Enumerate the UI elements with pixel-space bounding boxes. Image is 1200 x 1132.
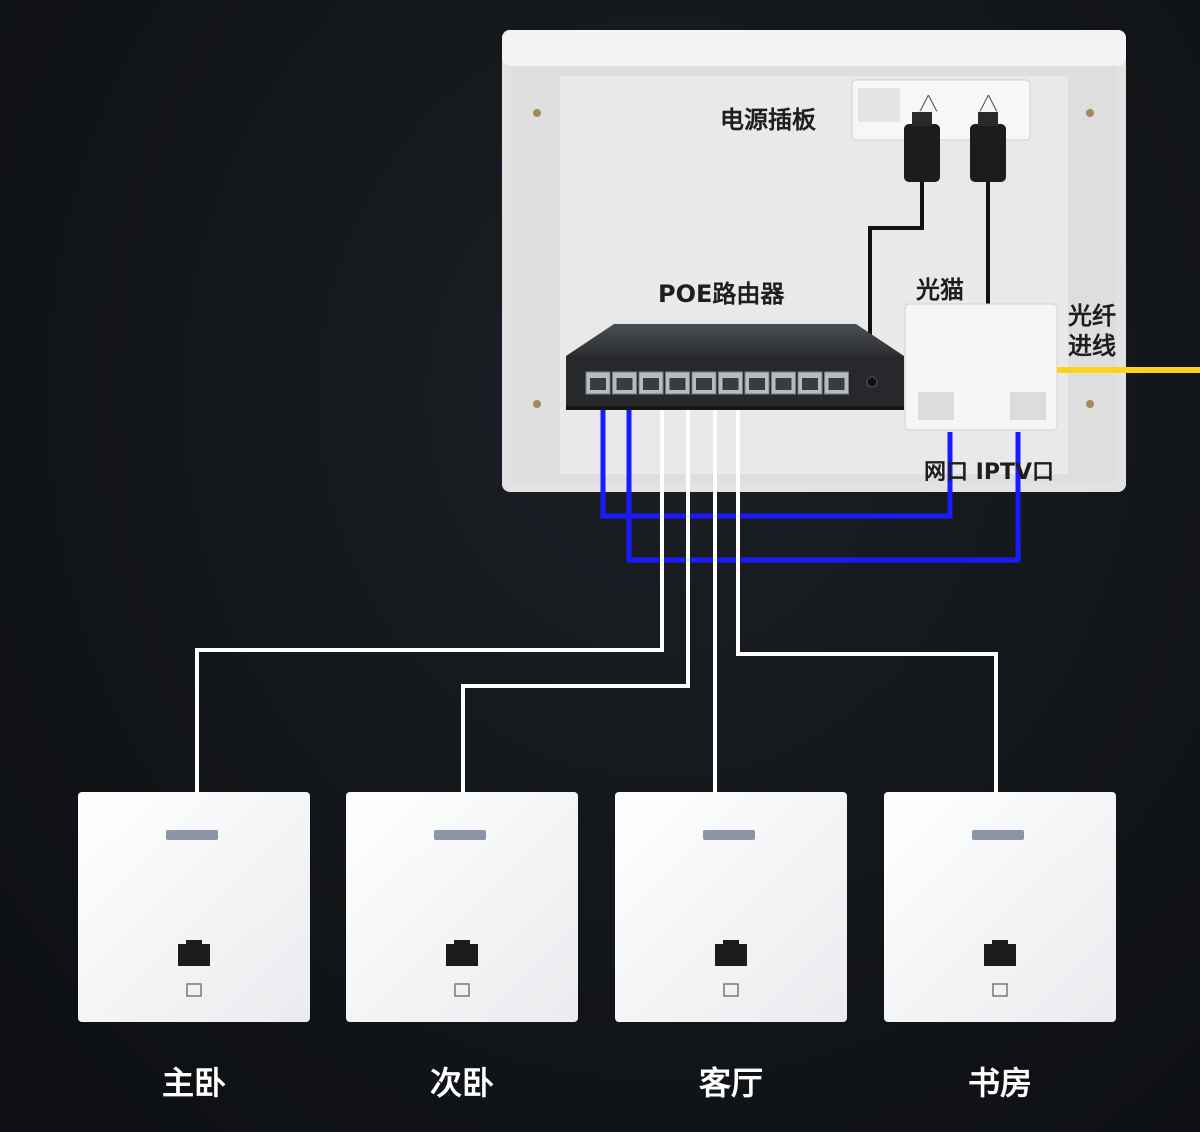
wall-ap-panel: [884, 792, 1116, 1022]
fiber-label-line1: 光纤: [1068, 302, 1116, 330]
wall-ap-panel: [78, 792, 310, 1022]
room-label-master-bedroom: 主卧: [161, 1064, 226, 1102]
svg-text:╱╲: ╱╲: [919, 95, 938, 112]
modem-label: 光猫: [916, 276, 964, 304]
ethernet-port: [665, 371, 690, 395]
brand-logo-icon: [703, 830, 755, 840]
router-ports: [585, 371, 849, 395]
optical-modem: [904, 303, 1058, 431]
ethernet-port: [744, 371, 770, 395]
lan-cable-master-bedroom: [195, 410, 664, 792]
power-adapter-right: [970, 112, 1006, 182]
wall-ap-panel: [346, 792, 578, 1022]
lan-cable-second-bedroom: [461, 410, 690, 792]
brand-logo-icon: [434, 830, 486, 840]
wall-ap-panels: [78, 792, 1116, 1022]
ethernet-jack-icon: [984, 940, 1016, 966]
ethernet-port: [718, 371, 743, 395]
router-label: POE路由器: [658, 280, 785, 308]
router-power-cord: [868, 182, 924, 378]
modem-ports-label: 网口 IPTV口: [924, 460, 1055, 485]
uplink-cable-iptv: [626, 410, 1021, 563]
ethernet-jack-icon: [178, 940, 210, 966]
wall-ap-panel: [615, 792, 847, 1022]
ethernet-port: [612, 371, 637, 395]
poe-router: [566, 324, 904, 410]
ethernet-port: [797, 371, 823, 395]
svg-text:╱╲: ╱╲: [979, 95, 998, 112]
ethernet-jack-icon: [446, 940, 478, 966]
status-indicator-icon: [992, 983, 1008, 997]
room-label-study: 书房: [967, 1064, 1032, 1102]
ethernet-port: [585, 371, 611, 395]
room-label-second-bedroom: 次卧: [429, 1064, 494, 1102]
power-adapter-left: [904, 112, 940, 182]
ethernet-port: [824, 371, 849, 395]
ethernet-jack-icon: [715, 940, 747, 966]
power-strip-label: 电源插板: [720, 106, 816, 134]
status-indicator-icon: [186, 983, 202, 997]
status-indicator-icon: [723, 983, 739, 997]
ethernet-port: [691, 371, 717, 395]
brand-logo-icon: [972, 830, 1024, 840]
lan-cable-study: [736, 410, 998, 792]
ethernet-port: [771, 371, 796, 395]
uplink-cable-wan: [600, 410, 953, 519]
fiber-label-line2: 进线: [1068, 332, 1116, 360]
brand-logo-icon: [166, 830, 218, 840]
room-label-living-room: 客厅: [698, 1064, 763, 1102]
status-indicator-icon: [454, 983, 470, 997]
ethernet-port: [638, 371, 664, 395]
